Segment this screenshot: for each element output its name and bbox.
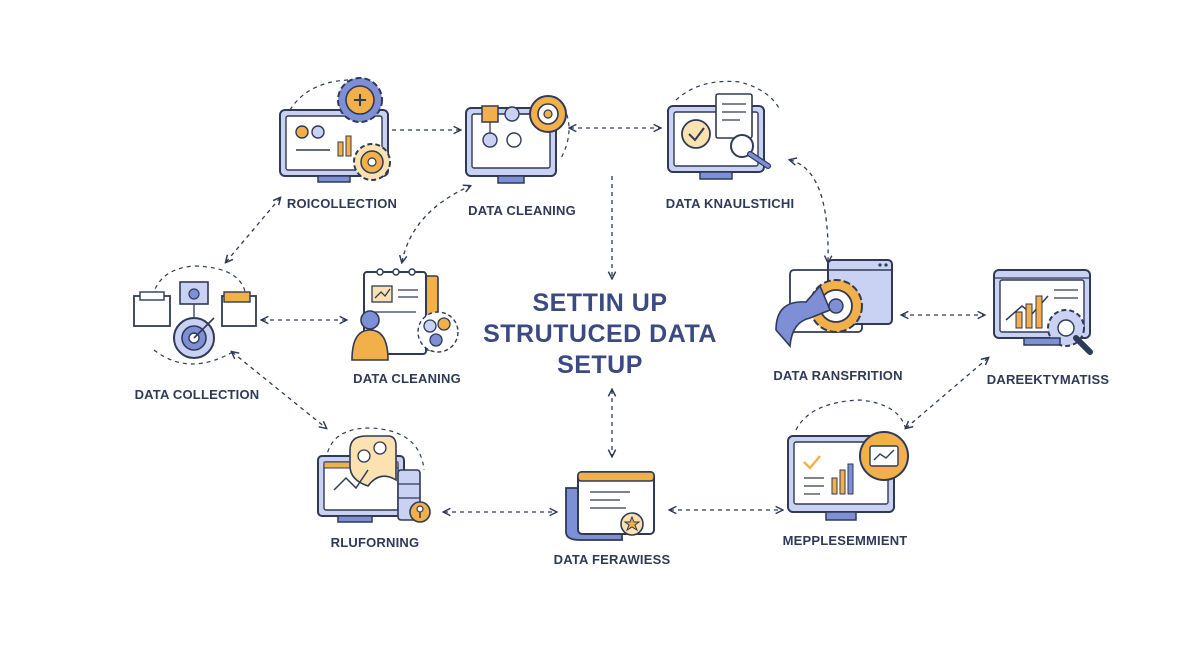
label-data-knaulstichi: DATA KNAULSTICHI	[665, 196, 795, 211]
label-dareektymatiss: DAREEKTYMATISS	[986, 372, 1110, 387]
node-rluforning-icon	[317, 427, 431, 523]
node-mepplesemmient-icon	[787, 399, 909, 521]
label-data-cleaning-mid: DATA CLEANING	[353, 371, 461, 386]
label-data-ferawiess: DATA FERAWIESS	[553, 552, 671, 567]
connector-knaulstichi-to-ransfrition	[790, 160, 828, 262]
label-mepplesemmient: MEPPLESEMMIENT	[782, 533, 908, 548]
center-title: SETTIN UP STRUTUCED DATA SETUP	[483, 288, 717, 381]
node-data-ferawiess-icon	[565, 471, 655, 541]
connector-cleaning-mid-to-cleaning-top	[402, 186, 470, 262]
center-title-line1: SETTIN UP	[532, 289, 668, 317]
node-dareektymatiss-icon	[993, 269, 1093, 355]
node-data-knaulstichi-icon	[667, 80, 781, 180]
connectors	[226, 128, 988, 512]
center-title-line2: STRUTUCED DATA	[483, 320, 717, 348]
label-data-ransfrition: DATA RANSFRITION	[773, 368, 903, 383]
node-roi-collection-icon	[279, 77, 391, 183]
center-title-line3: SETUP	[557, 351, 643, 379]
connector-roi-to-collection	[226, 198, 280, 262]
node-data-cleaning-mid-icon	[351, 268, 459, 361]
node-data-collection-icon	[133, 265, 257, 365]
label-rluforning: RLUFORNING	[330, 535, 420, 550]
label-data-collection: DATA COLLECTION	[134, 387, 260, 402]
label-roi-collection: ROICOLLECTION	[286, 196, 398, 211]
connector-dareek-to-mepple	[906, 358, 988, 428]
label-data-cleaning-top: DATA CLEANING	[468, 203, 576, 218]
node-data-cleaning-top-icon	[465, 95, 570, 184]
node-data-ransfrition-icon	[775, 259, 893, 348]
